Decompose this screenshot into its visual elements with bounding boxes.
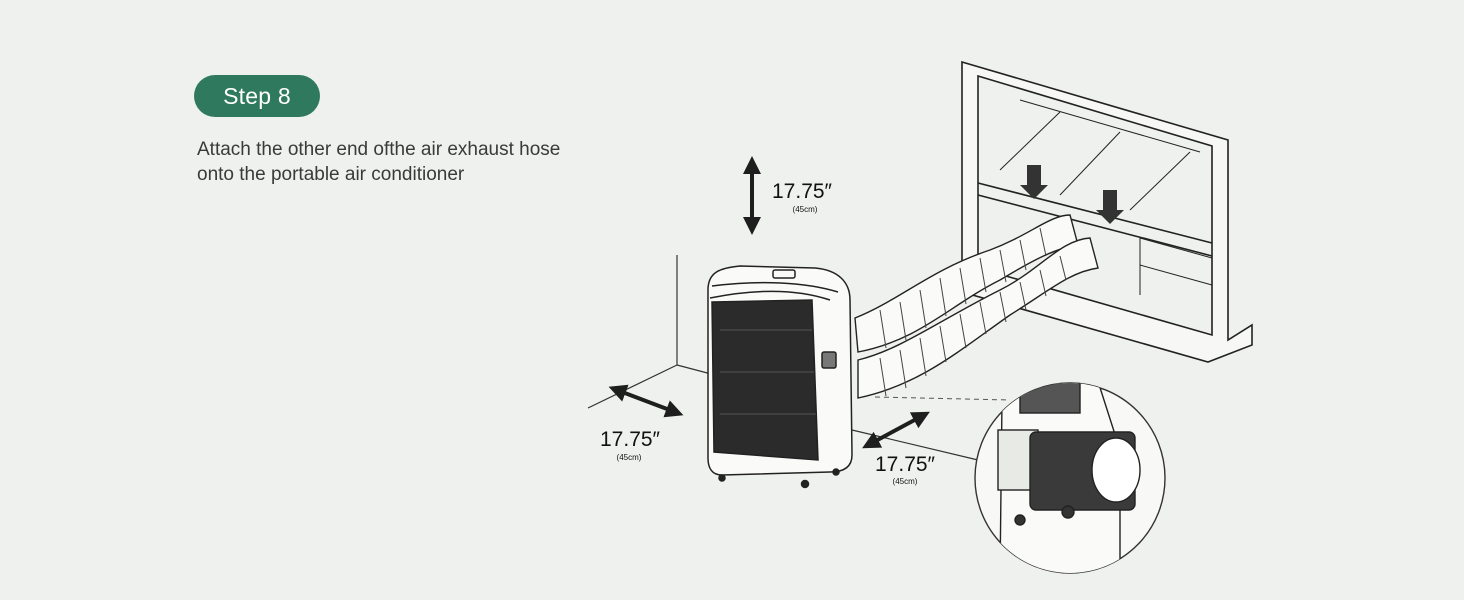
- dimension-right-metric: (45cm): [893, 477, 918, 486]
- instruction-text: Attach the other end ofthe air exhaust h…: [197, 137, 657, 187]
- hose-connection-detail: [974, 382, 1166, 574]
- dimension-left-value: 17.75″: [600, 428, 661, 451]
- step-badge: Step 8: [194, 75, 320, 117]
- down-arrow-icons: [1020, 165, 1124, 224]
- dimension-left-metric: (45cm): [617, 453, 642, 462]
- dimension-right-value: 17.75″: [875, 453, 936, 476]
- dimension-top-metric: (45cm): [793, 205, 818, 214]
- instruction-line-2: onto the portable air conditioner: [197, 164, 465, 185]
- air-conditioner-unit: [707, 265, 853, 489]
- hose-ribs: [879, 227, 1067, 397]
- instruction-line-1: Attach the other end ofthe air exhaust h…: [197, 139, 561, 160]
- dimension-arrows: [608, 156, 930, 449]
- dimension-top-value: 17.75″: [772, 180, 833, 203]
